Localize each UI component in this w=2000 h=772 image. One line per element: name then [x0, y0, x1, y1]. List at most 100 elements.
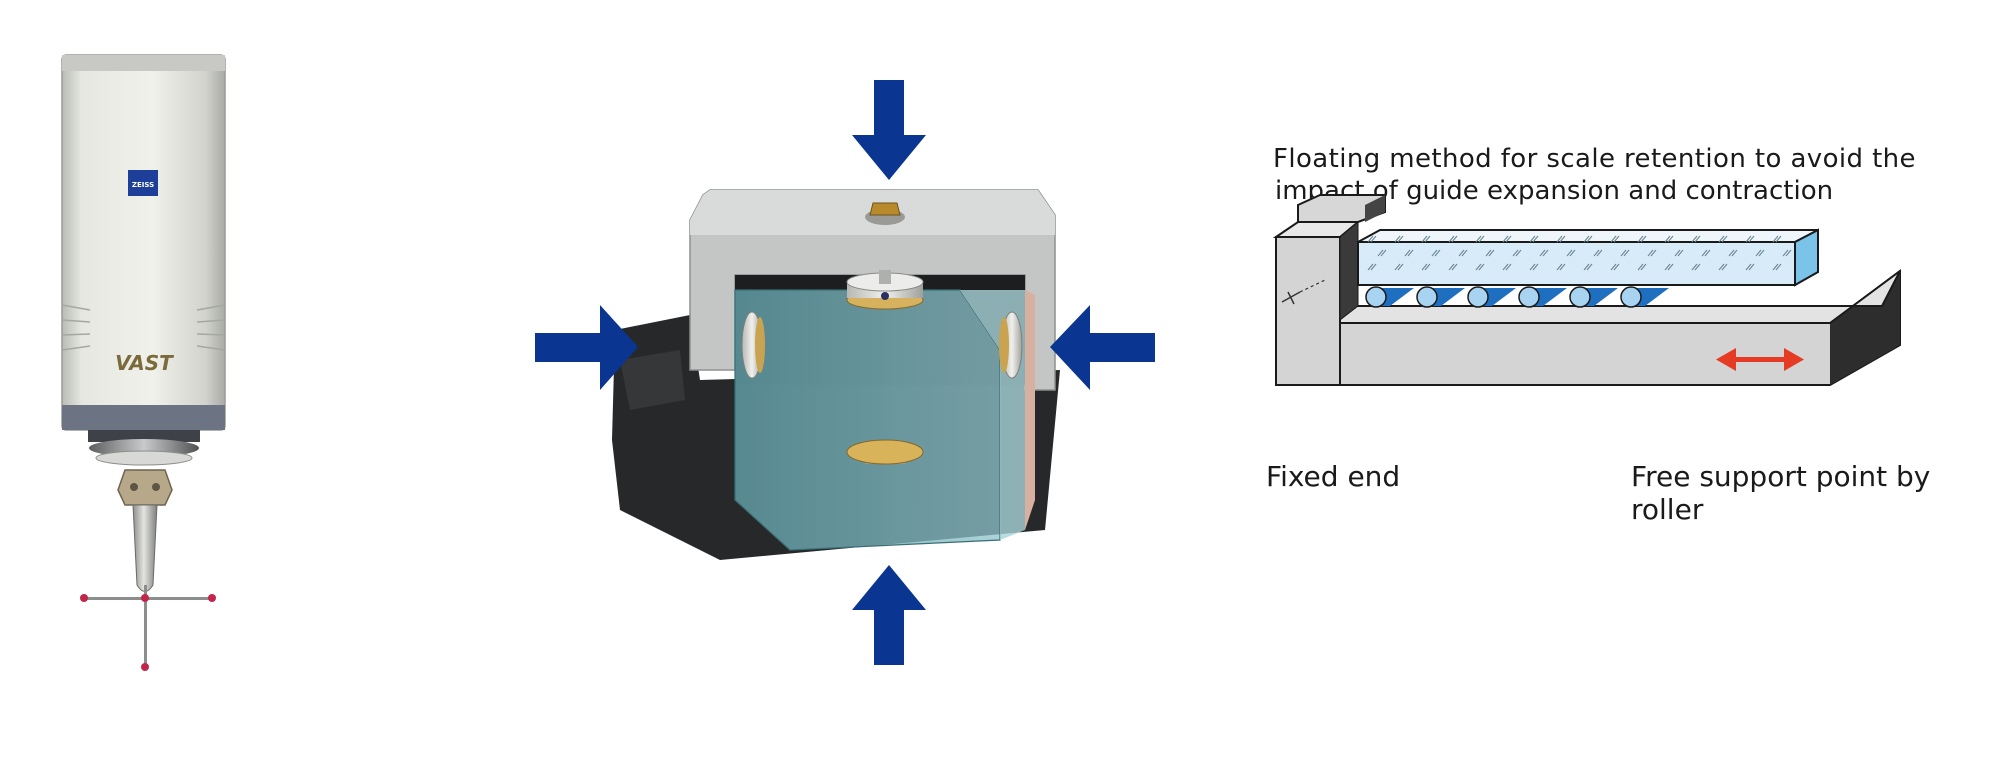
scale-hatch-mark	[1488, 249, 1495, 257]
scale-hatch-mark	[1721, 263, 1728, 271]
scale-hatch-mark	[1596, 249, 1603, 257]
probe-tip-right	[208, 594, 216, 602]
scale-hatch-mark	[1380, 249, 1387, 257]
expansion-arrow	[1716, 348, 1804, 371]
glass-guide	[734, 289, 1001, 551]
scale-hatch-mark	[1620, 249, 1627, 257]
scale-hatch-mark	[1745, 235, 1752, 243]
scale-hatch-mark	[1775, 235, 1782, 243]
bottom-pad	[846, 439, 924, 465]
free-support-label: Free support point by roller	[1631, 460, 1931, 526]
scale-hatch-mark	[1542, 249, 1549, 257]
expansion-arrow-right-head	[1784, 348, 1804, 371]
air-bearing-illustration	[520, 60, 1170, 680]
scale-hatch-mark	[1613, 263, 1620, 271]
probe-tip-left	[80, 594, 88, 602]
air-bearing-drawing	[535, 80, 1155, 665]
scale-hatch-mark	[1377, 249, 1384, 257]
scale-hatch-mark	[1529, 235, 1536, 243]
probe-lower-band	[62, 405, 225, 430]
roller	[1365, 286, 1387, 308]
scale-hatch-mark	[1556, 235, 1563, 243]
scale-hatch-mark	[1637, 263, 1644, 271]
scale-hatch-mark	[1674, 249, 1681, 257]
scale-hatch-mark	[1748, 263, 1755, 271]
probe-knuckle	[117, 469, 173, 506]
scale-hatch-mark	[1650, 249, 1657, 257]
fixing-point-mark	[1281, 291, 1301, 305]
scale-hatch-mark	[1424, 235, 1431, 243]
left-pad-face	[755, 317, 765, 373]
scale-hatch-mark	[1532, 263, 1539, 271]
roller	[1518, 286, 1540, 308]
probe-housing-top	[62, 55, 225, 71]
probe-head-illustration: ZEISS VAST	[0, 0, 300, 772]
scale-hatch-mark	[1586, 263, 1593, 271]
probe-knuckle-bolt-right	[152, 483, 160, 491]
glass-scale-front	[1357, 241, 1796, 286]
scale-hatch-mark	[1775, 263, 1782, 271]
scale-hatch-mark	[1434, 249, 1441, 257]
scale-hatch-mark	[1772, 263, 1779, 271]
scale-hatch-mark	[1758, 249, 1765, 257]
scale-hatch-mark	[1485, 249, 1492, 257]
fixed-end-label: Fixed end	[1266, 460, 1401, 493]
probe-head-drawing: ZEISS VAST	[61, 54, 226, 671]
scale-drawing	[1272, 194, 1901, 386]
scale-hatch-mark	[1559, 263, 1566, 271]
glass-scale-hatching	[1367, 235, 1792, 271]
scale-hatch-mark	[1367, 235, 1374, 243]
scale-hatch-mark	[1664, 235, 1671, 243]
arrow-up-bottom	[852, 565, 926, 665]
zeiss-logo	[128, 170, 158, 196]
scale-hatch-mark	[1637, 235, 1644, 243]
scale-floating-diagram: Floating method for scale retention to a…	[1240, 130, 2000, 550]
probe-stylus-stem	[132, 504, 158, 592]
probe-mount-ring	[88, 430, 200, 442]
scale-hatch-mark	[1515, 249, 1522, 257]
probe-tip-bottom	[141, 663, 149, 671]
scale-hatch-mark	[1755, 249, 1762, 257]
scale-hatch-mark	[1667, 235, 1674, 243]
top-bolt	[869, 202, 901, 216]
roller	[1416, 286, 1438, 308]
scale-hatch-mark	[1718, 235, 1725, 243]
scale-hatch-mark	[1478, 235, 1485, 243]
expansion-arrow-shaft	[1730, 357, 1790, 362]
scale-hatch-mark	[1475, 235, 1482, 243]
scale-hatch-mark	[1451, 263, 1458, 271]
scale-hatch-mark	[1583, 235, 1590, 243]
scale-hatch-mark	[1782, 249, 1789, 257]
scale-hatch-mark	[1647, 249, 1654, 257]
scale-hatch-mark	[1731, 249, 1738, 257]
force-arrows	[535, 80, 1155, 665]
scale-hatch-mark	[1505, 235, 1512, 243]
scale-hatch-mark	[1478, 263, 1485, 271]
scale-hatch-mark	[1529, 263, 1536, 271]
scale-hatch-mark	[1370, 235, 1377, 243]
scale-hatch-mark	[1458, 249, 1465, 257]
scale-hatch-mark	[1451, 235, 1458, 243]
scale-hatch-mark	[1539, 249, 1546, 257]
scale-hatch-mark	[1566, 249, 1573, 257]
probe-grooves	[61, 304, 226, 351]
scale-hatch-mark	[1785, 249, 1792, 257]
scale-hatch-mark	[1664, 263, 1671, 271]
probe-stylus-vertical	[144, 585, 147, 667]
scale-hatch-mark	[1556, 263, 1563, 271]
scale-hatch-mark	[1583, 263, 1590, 271]
scale-hatch-mark	[1431, 249, 1438, 257]
scale-hatch-mark	[1728, 249, 1735, 257]
scale-hatch-mark	[1461, 249, 1468, 257]
roller	[1569, 286, 1591, 308]
scale-hatch-mark	[1421, 235, 1428, 243]
top-pad-center	[881, 292, 889, 300]
scale-hatch-mark	[1475, 263, 1482, 271]
scale-hatch-mark	[1694, 235, 1701, 243]
granite-texture	[620, 350, 685, 410]
roller	[1467, 286, 1489, 308]
scale-hatch-mark	[1370, 263, 1377, 271]
scale-hatch-mark	[1394, 263, 1401, 271]
scale-hatch-mark	[1502, 235, 1509, 243]
scale-hatch-mark	[1721, 235, 1728, 243]
